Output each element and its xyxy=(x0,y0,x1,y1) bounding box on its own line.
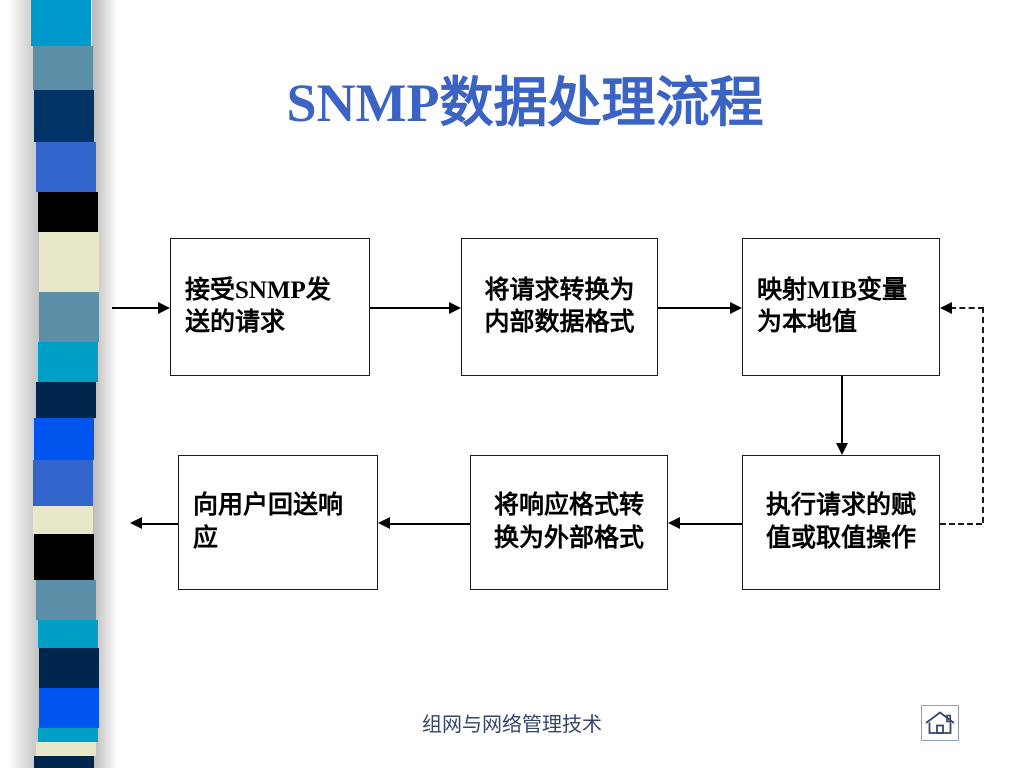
strip-band xyxy=(31,0,92,46)
strip-band xyxy=(34,90,95,142)
home-icon-glyph xyxy=(925,711,955,734)
flow-node-n5[interactable]: 将响应格式转换为外部格式 xyxy=(470,455,668,590)
edge-n5-to-n4 xyxy=(388,522,470,525)
strip-band xyxy=(37,620,98,648)
strip-band xyxy=(39,292,100,342)
edge-n6-to-n5 xyxy=(678,522,742,525)
strip-band xyxy=(36,580,96,620)
flow-node-n3[interactable]: 映射MIB变量为本地值 xyxy=(742,238,940,376)
strip-band xyxy=(34,756,95,768)
strip-band xyxy=(32,46,93,90)
home-icon[interactable] xyxy=(921,705,959,741)
edge-n6-to-n3-bottom xyxy=(940,522,982,525)
strip-band xyxy=(37,342,98,382)
flow-node-n1[interactable]: 接受SNMP发送的请求 xyxy=(170,238,370,376)
footer-label: 组网与网络管理技术 xyxy=(422,714,602,736)
flow-node-label: 接受SNMP发送的请求 xyxy=(185,276,331,337)
strip-band xyxy=(34,534,95,580)
edge-n2-to-n3 xyxy=(658,307,732,309)
strip-band xyxy=(32,460,93,506)
strip-band xyxy=(39,648,100,688)
left-color-strip xyxy=(0,0,118,768)
strip-band xyxy=(37,728,98,742)
strip-band xyxy=(39,688,100,728)
edge-n6-to-n3-riser xyxy=(982,307,984,523)
flow-node-n6[interactable]: 执行请求的赋值或取值操作 xyxy=(742,455,940,590)
strip-band xyxy=(36,742,96,756)
edge-n3-to-n6 xyxy=(841,376,843,445)
flow-node-n2[interactable]: 将请求转换为内部数据格式 xyxy=(461,238,658,376)
strip-band xyxy=(37,192,98,232)
strip-band-stack xyxy=(31,0,100,768)
strip-band xyxy=(36,142,96,192)
edge-input-to-n1 xyxy=(112,307,160,309)
edge-n4-to-output-head xyxy=(130,517,142,529)
flow-node-label: 映射MIB变量为本地值 xyxy=(757,276,908,337)
strip-band xyxy=(36,382,96,418)
strip-band xyxy=(34,418,95,460)
edge-n2-to-n3-head xyxy=(730,301,742,314)
flow-node-n4[interactable]: 向用户回送响应 xyxy=(178,455,378,590)
edge-n3-to-n6-head xyxy=(835,443,848,455)
strip-band xyxy=(39,232,100,292)
page-title: SNMP数据处理流程 xyxy=(286,73,764,133)
strip-band xyxy=(32,506,93,534)
edge-n5-to-n4-head xyxy=(378,517,390,529)
edge-n6-to-n3-head xyxy=(940,301,952,314)
edge-n1-to-n2 xyxy=(370,307,451,309)
flow-node-label: 将响应格式转换为外部格式 xyxy=(493,492,644,552)
edge-n6-to-n3-top xyxy=(950,307,984,309)
edge-n6-to-n5-head xyxy=(668,517,680,529)
edge-n1-to-n2-head xyxy=(449,301,461,314)
flow-node-label: 向用户回送响应 xyxy=(193,492,344,552)
edge-input-to-n1-head xyxy=(158,301,170,314)
flow-node-label: 执行请求的赋值或取值操作 xyxy=(765,492,916,552)
flow-node-label: 将请求转换为内部数据格式 xyxy=(484,276,635,337)
edge-n4-to-output xyxy=(140,522,178,525)
